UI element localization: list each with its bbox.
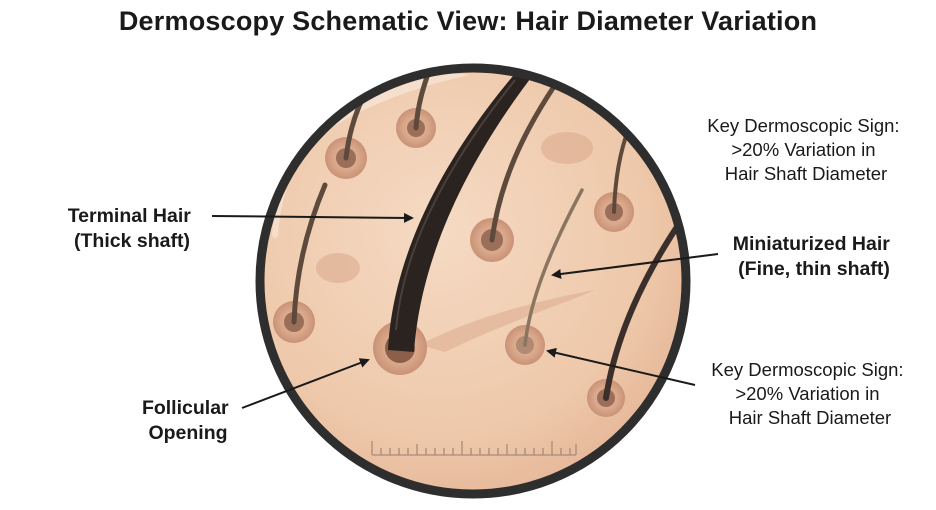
pigment-spot <box>316 253 360 283</box>
skin-fold <box>420 290 595 352</box>
follicular-opening-arrow <box>241 358 370 409</box>
hair-shaft <box>413 68 435 131</box>
follicular-opening-label: Follicular Opening <box>142 397 234 444</box>
dermoscope-lens <box>255 63 691 499</box>
lens-rim <box>255 63 691 499</box>
key-sign-bottom-label: Key Dermoscopic Sign: >20% Variation in … <box>711 359 908 428</box>
hair-shaft <box>291 182 328 325</box>
hair-shaft <box>489 82 558 243</box>
terminal-hair-shaft <box>388 68 540 352</box>
pigment-spot <box>541 132 593 164</box>
terminal-hair-arrow <box>211 212 414 223</box>
hair-shaft <box>603 212 686 401</box>
miniaturized-hair-arrow <box>551 253 719 279</box>
terminal-hair-label: Terminal Hair (Thick shaft) <box>68 205 197 252</box>
page-title: Dermoscopy Schematic View: Hair Diameter… <box>118 6 818 36</box>
miniaturized-hair-shaft <box>523 188 584 347</box>
scale-ruler <box>371 441 577 456</box>
key-sign-top-label: Key Dermoscopic Sign: >20% Variation in … <box>707 115 904 184</box>
miniaturized-hair-label: Miniaturized Hair (Fine, thin shaft) <box>733 233 896 280</box>
sign-bottom-arrow <box>546 347 696 386</box>
